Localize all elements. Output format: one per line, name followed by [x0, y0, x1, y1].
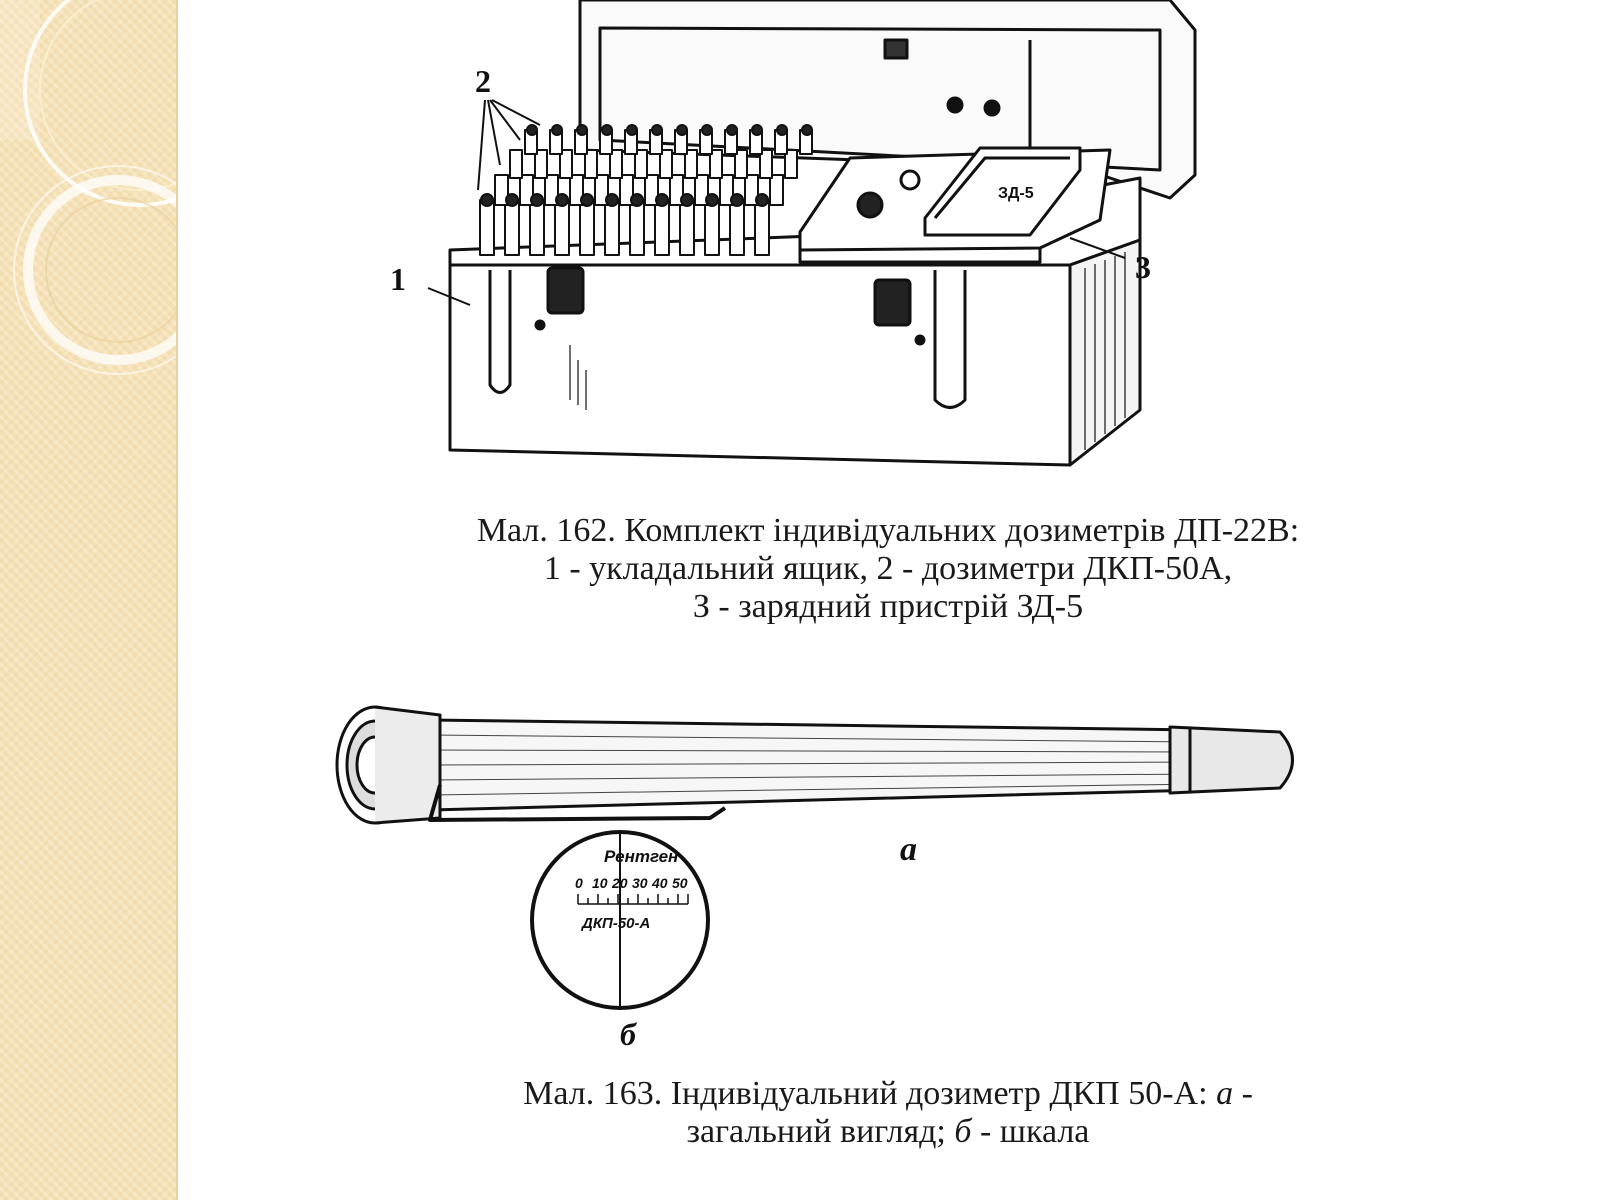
- scale-tick-20: 20: [611, 875, 628, 891]
- fig162-label-3: 3: [1135, 249, 1151, 285]
- caption-163-b: б: [954, 1113, 972, 1150]
- scale-model-label: ДКП-50-А: [580, 915, 650, 932]
- decorative-side-band: [0, 0, 178, 1200]
- caption-163-line-1-end: -: [1233, 1075, 1253, 1112]
- caption-163-line-1-text: Мал. 163. Індивідуальний дозиметр ДКП 50…: [523, 1075, 1217, 1112]
- scale-unit-label: Рентген: [604, 847, 678, 866]
- dosimeter-kit-illustration: 2 1 3 ЗД-5: [390, 0, 1197, 467]
- caption-163-line-2: загальний вигляд; б - шкала: [176, 1113, 1600, 1151]
- fig162-label-2: 2: [475, 63, 491, 99]
- figure-163-caption: Мал. 163. Індивідуальний дозиметр ДКП 50…: [176, 1075, 1600, 1151]
- decorative-rings: [0, 0, 176, 375]
- fig163-label-b: б: [620, 1016, 638, 1050]
- caption-162-line-2: 1 - укладальний ящик, 2 - дозиметри ДКП-…: [543, 550, 1233, 587]
- caption-163-line-1: Мал. 163. Індивідуальний дозиметр ДКП 50…: [176, 1075, 1600, 1113]
- fig162-label-1: 1: [390, 261, 406, 297]
- scale-tick-50: 50: [672, 875, 688, 891]
- scale-tick-30: 30: [632, 875, 648, 891]
- scale-tick-40: 40: [651, 875, 668, 891]
- figure-162-caption: Мал. 162. Комплект індивідуальних дозиме…: [176, 512, 1600, 626]
- scale-magnifier: Рентген 0 10 20 30 40 50 ДКП-50-А: [530, 830, 710, 1010]
- dosimeter-pen-illustration: а Рентген 0 10 20 30 40 50 ДКП-50-А б: [335, 705, 1294, 1050]
- scale-tick-0: 0: [575, 875, 583, 891]
- charger-marking: ЗД-5: [998, 185, 1034, 202]
- caption-162-line-3: З - зарядний пристрій ЗД-5: [692, 588, 1084, 625]
- scale-tick-10: 10: [592, 875, 608, 891]
- caption-163-a: а: [1216, 1075, 1234, 1112]
- caption-162-line-1: Мал. 162. Комплект індивідуальних дозиме…: [476, 512, 1300, 549]
- caption-163-line-2-end: - шкала: [971, 1113, 1090, 1150]
- fig163-label-a: а: [900, 831, 917, 868]
- caption-163-line-2-text: загальний вигляд;: [686, 1113, 955, 1150]
